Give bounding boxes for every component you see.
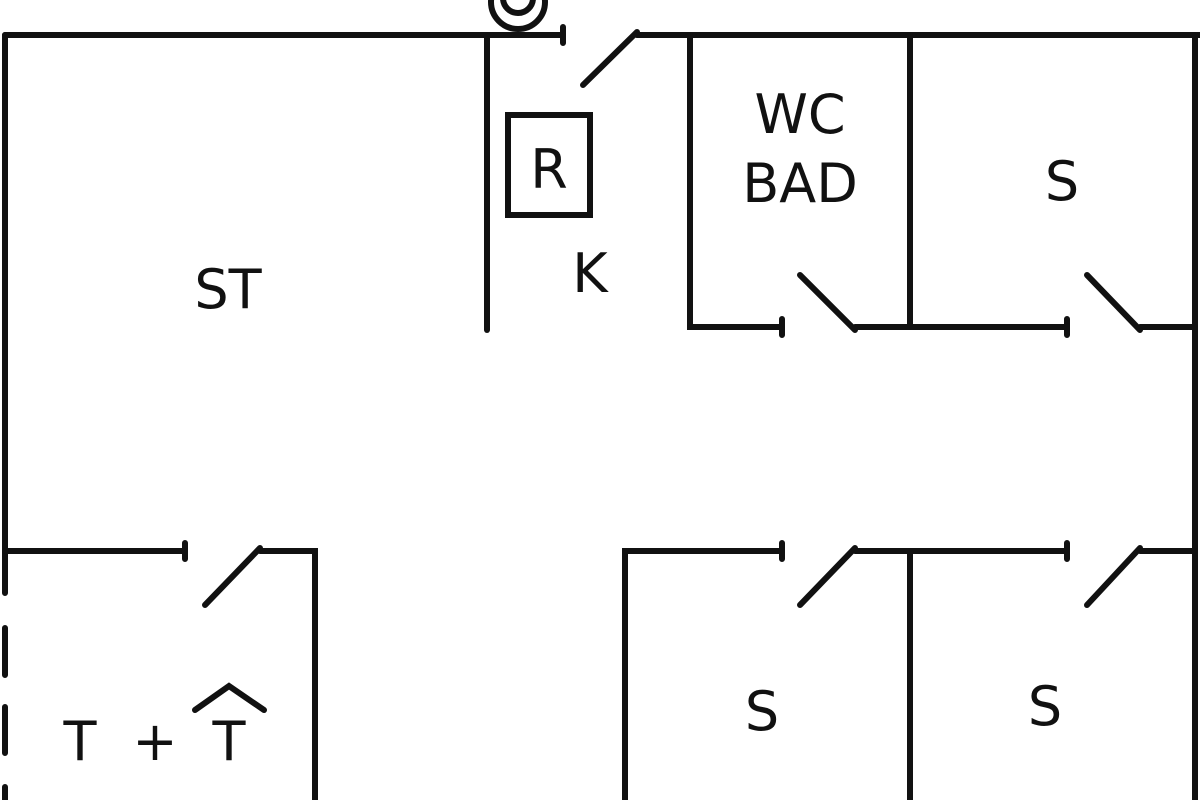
label-bedroom-top-right: S [1045,150,1079,213]
top-wall-left [2,24,566,46]
label-bottom-left-t2: T [212,710,247,773]
label-bath-wc: WC [754,83,845,146]
stair-symbol-icon [488,0,548,32]
label-bottom-left-t: T [63,710,98,773]
fridge-box [505,112,593,218]
bottom-right-rooms-walls [622,540,1198,800]
doors [202,29,1143,608]
bedroom-top-door-icon [1084,272,1143,333]
bedroom-mid-door-icon [797,545,858,608]
label-bottom-left-plus: + [132,710,177,773]
bath-door-icon [797,272,858,333]
entrance-door-icon [580,29,640,88]
label-bath-bad: BAD [742,152,858,215]
label-kitchen: K [572,242,609,305]
label-fridge: R [530,138,568,201]
bedroom-right-door-icon [1084,545,1143,608]
label-living: ST [194,258,262,321]
hat-accent-icon [192,682,267,713]
bottom-left-door-icon [202,545,263,608]
walls [2,24,1200,800]
bath-walls [687,32,1198,338]
bottom-left-room-walls [2,540,318,800]
label-bedroom-bottom-mid: S [745,680,779,743]
label-bedroom-bottom-right: S [1028,675,1062,738]
